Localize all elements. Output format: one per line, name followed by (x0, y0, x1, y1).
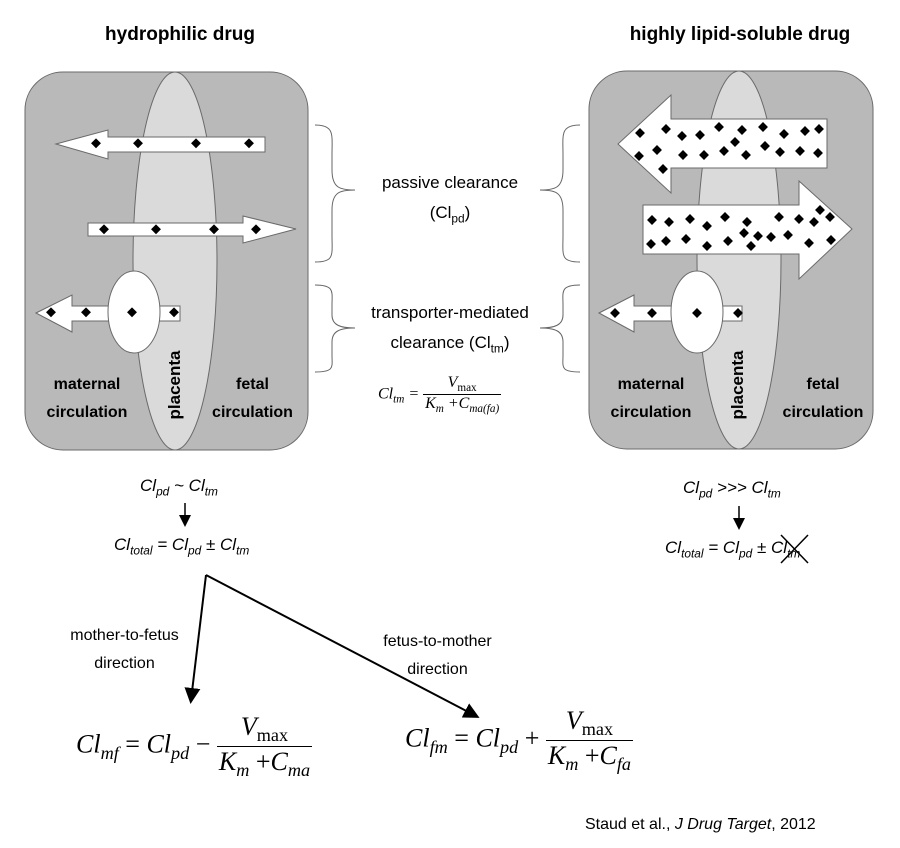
molecule (244, 138, 254, 149)
fm-branch-arrow (205, 574, 480, 718)
molecule (664, 217, 674, 227)
molecule (151, 224, 161, 235)
brace-transporter-left (314, 284, 356, 373)
right-relation: Clpd >>> Cltm (683, 478, 781, 501)
molecule (826, 235, 836, 245)
passive-arrow-left (54, 129, 266, 160)
molecule (730, 137, 740, 147)
molecule (169, 307, 179, 318)
molecule (804, 238, 814, 248)
molecule (91, 138, 101, 149)
molecule (81, 307, 91, 318)
lipid-soluble-panel (588, 70, 874, 450)
placenta-shape (132, 71, 218, 451)
molecule (702, 221, 712, 231)
passive-arrow-left-large (617, 93, 828, 195)
molecule (661, 124, 671, 134)
molecule (685, 214, 695, 224)
molecule (191, 138, 201, 149)
molecule (610, 308, 620, 318)
molecule (714, 122, 724, 132)
passive-arrow-right-large (642, 179, 853, 281)
drug-molecules (46, 138, 261, 318)
molecule (795, 146, 805, 156)
molecule (815, 205, 825, 215)
molecule (677, 131, 687, 141)
molecule (127, 307, 137, 318)
brace-transporter-right (539, 284, 581, 373)
molecule (699, 150, 709, 160)
molecule (753, 231, 763, 241)
right-panel-title: highly lipid-soluble drug (629, 24, 851, 45)
molecule (251, 224, 261, 235)
molecule (813, 148, 823, 158)
brace-passive-right (539, 124, 581, 263)
molecule (658, 164, 668, 174)
molecule (741, 150, 751, 160)
molecule (209, 224, 219, 235)
mf-branch-arrow (184, 574, 207, 704)
passive-arrow-right (87, 215, 297, 244)
braces (314, 124, 581, 373)
molecule (702, 241, 712, 251)
hydrophilic-panel (24, 71, 309, 451)
passive-clearance-label: passive clearance (Clpd) (381, 173, 519, 226)
molecule (99, 224, 109, 235)
crossed-out-cltm: Cl (771, 538, 788, 557)
right-total: Cltotal = Clpd ± Cltm (665, 538, 801, 561)
molecule (739, 228, 749, 238)
molecule (766, 232, 776, 242)
molecule (719, 146, 729, 156)
molecule (647, 308, 657, 318)
transporter-clearance-label: transporter-mediated clearance (Cltm) (371, 303, 529, 356)
molecule (661, 236, 671, 246)
molecule (737, 125, 747, 135)
molecule (809, 217, 819, 227)
molecule (720, 212, 730, 222)
molecule (760, 141, 770, 151)
molecule (814, 124, 824, 134)
molecule (678, 150, 688, 160)
molecule (733, 308, 743, 318)
molecule (46, 307, 56, 318)
drug-molecules (610, 122, 836, 318)
molecule (825, 212, 835, 222)
molecule (635, 128, 645, 138)
molecule (133, 138, 143, 149)
molecule (746, 241, 756, 251)
molecule (634, 151, 644, 161)
molecule (794, 214, 804, 224)
molecule (774, 212, 784, 222)
cross-mark (780, 534, 809, 564)
molecule (646, 239, 656, 249)
left-total: Cltotal = Clpd ± Cltm (114, 535, 250, 558)
left-panel-title: hydrophilic drug (105, 24, 255, 45)
molecule (723, 236, 733, 246)
molecule (695, 130, 705, 140)
molecule (692, 308, 702, 318)
molecule (783, 230, 793, 240)
left-relation: Clpd ~ Cltm (140, 476, 218, 499)
citation: Staud et al., J Drug Target, 2012 (585, 816, 816, 833)
molecule (647, 215, 657, 225)
molecule (779, 129, 789, 139)
brace-passive-left (314, 124, 356, 263)
molecule (775, 147, 785, 157)
molecule (742, 217, 752, 227)
molecule (681, 234, 691, 244)
molecule (800, 126, 810, 136)
molecule (652, 145, 662, 155)
molecule (758, 122, 768, 132)
